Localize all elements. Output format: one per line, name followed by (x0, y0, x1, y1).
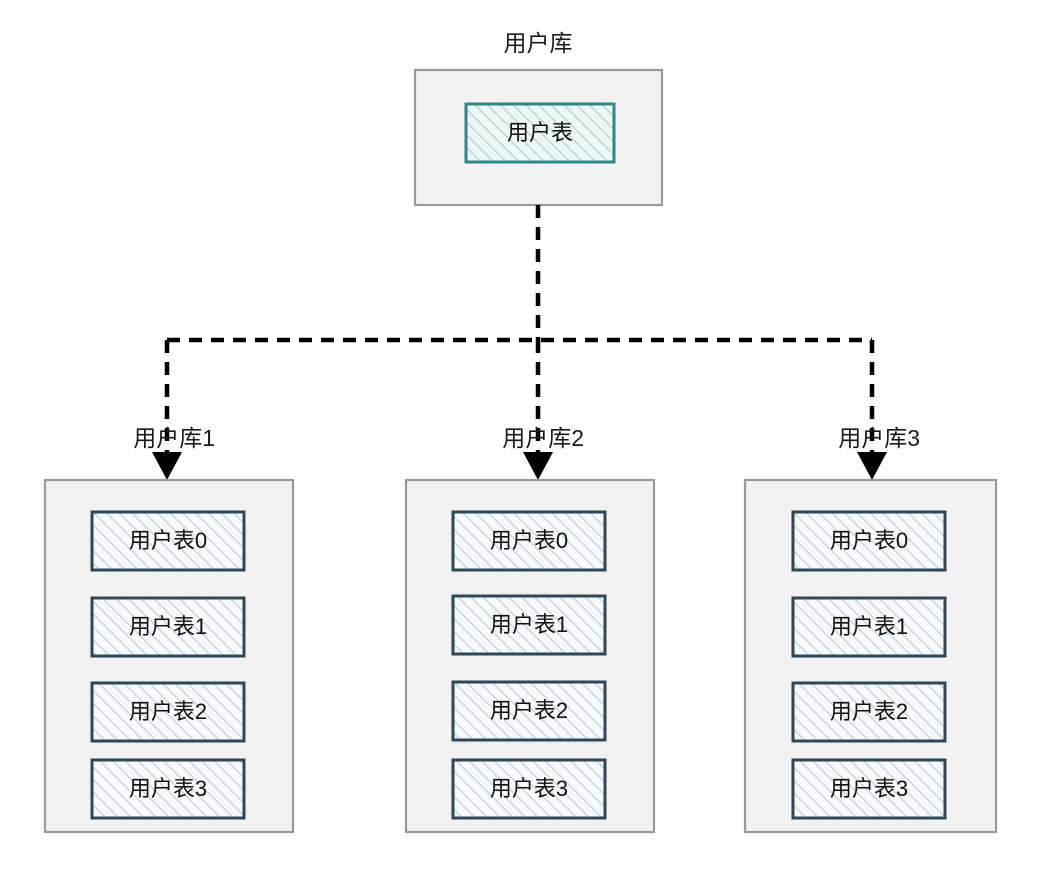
shard-3-table-3-rect[interactable] (791, 758, 947, 820)
shard-1-table-3-rect[interactable] (90, 758, 246, 820)
root-user-table-rect[interactable] (464, 102, 616, 164)
shard-table-row[interactable]: 用户表2 (791, 681, 947, 743)
shard-3-table-0-label: 用户表0 (830, 528, 908, 553)
shard-1-table-2-label: 用户表2 (129, 699, 207, 724)
shard-table-row[interactable]: 用户表0 (90, 510, 246, 572)
shard-group-3-title: 用户库3 (838, 425, 920, 451)
root-database-group: 用户库 用户表 (413, 30, 664, 207)
shard-table-row[interactable]: 用户表0 (451, 510, 607, 572)
shard-table-row[interactable]: 用户表1 (90, 596, 246, 658)
shard-1-table-1-label: 用户表1 (129, 614, 207, 639)
shard-table-row[interactable]: 用户表0 (791, 510, 947, 572)
shard-3-table-2-label: 用户表2 (830, 699, 908, 724)
shard-2-table-3-label: 用户表3 (490, 776, 568, 801)
shard-1-table-2-rect[interactable] (90, 681, 246, 743)
shard-group-3: 用户库3 用户表0 用户表1 用户表2 用户表3 (743, 425, 998, 834)
shard-table-row[interactable]: 用户表1 (791, 596, 947, 658)
shard-1-table-1-rect[interactable] (90, 596, 246, 658)
shard-3-table-2-rect[interactable] (791, 681, 947, 743)
shard-group-2-title: 用户库2 (502, 425, 584, 451)
shard-1-table-0-rect[interactable] (90, 510, 246, 572)
shard-3-table-0-rect[interactable] (791, 510, 947, 572)
shard-group-2: 用户库2 用户表0 用户表1 用户表2 用户表3 (404, 425, 656, 834)
shard-group-1: 用户库1 用户表0 用户表1 用户表2 用户表3 (43, 425, 295, 834)
shard-2-table-1-label: 用户表1 (490, 612, 568, 637)
shard-table-row[interactable]: 用户表1 (451, 594, 607, 656)
shard-2-table-0-rect[interactable] (451, 510, 607, 572)
shard-3-table-1-label: 用户表1 (830, 614, 908, 639)
shard-2-table-3-rect[interactable] (451, 758, 607, 820)
root-user-table-box[interactable]: 用户表 (464, 102, 616, 164)
root-user-table-label: 用户表 (507, 120, 573, 145)
connector-group (152, 205, 887, 480)
shard-2-table-0-label: 用户表0 (490, 528, 568, 553)
arrow-head-1 (152, 452, 182, 480)
arrow-head-2 (523, 452, 553, 480)
arrow-head-3 (857, 452, 887, 480)
shard-table-row[interactable]: 用户表3 (451, 758, 607, 820)
shard-1-table-3-label: 用户表3 (129, 776, 207, 801)
root-database-title: 用户库 (504, 30, 573, 56)
shard-3-table-3-label: 用户表3 (830, 776, 908, 801)
shard-2-table-2-label: 用户表2 (490, 698, 568, 723)
shard-1-table-0-label: 用户表0 (129, 528, 207, 553)
shard-2-table-2-rect[interactable] (451, 680, 607, 742)
shard-table-row[interactable]: 用户表3 (791, 758, 947, 820)
shard-2-table-1-rect[interactable] (451, 594, 607, 656)
shard-table-row[interactable]: 用户表2 (451, 680, 607, 742)
shard-3-table-1-rect[interactable] (791, 596, 947, 658)
shard-table-row[interactable]: 用户表2 (90, 681, 246, 743)
shard-group-1-title: 用户库1 (133, 425, 215, 451)
shard-table-row[interactable]: 用户表3 (90, 758, 246, 820)
